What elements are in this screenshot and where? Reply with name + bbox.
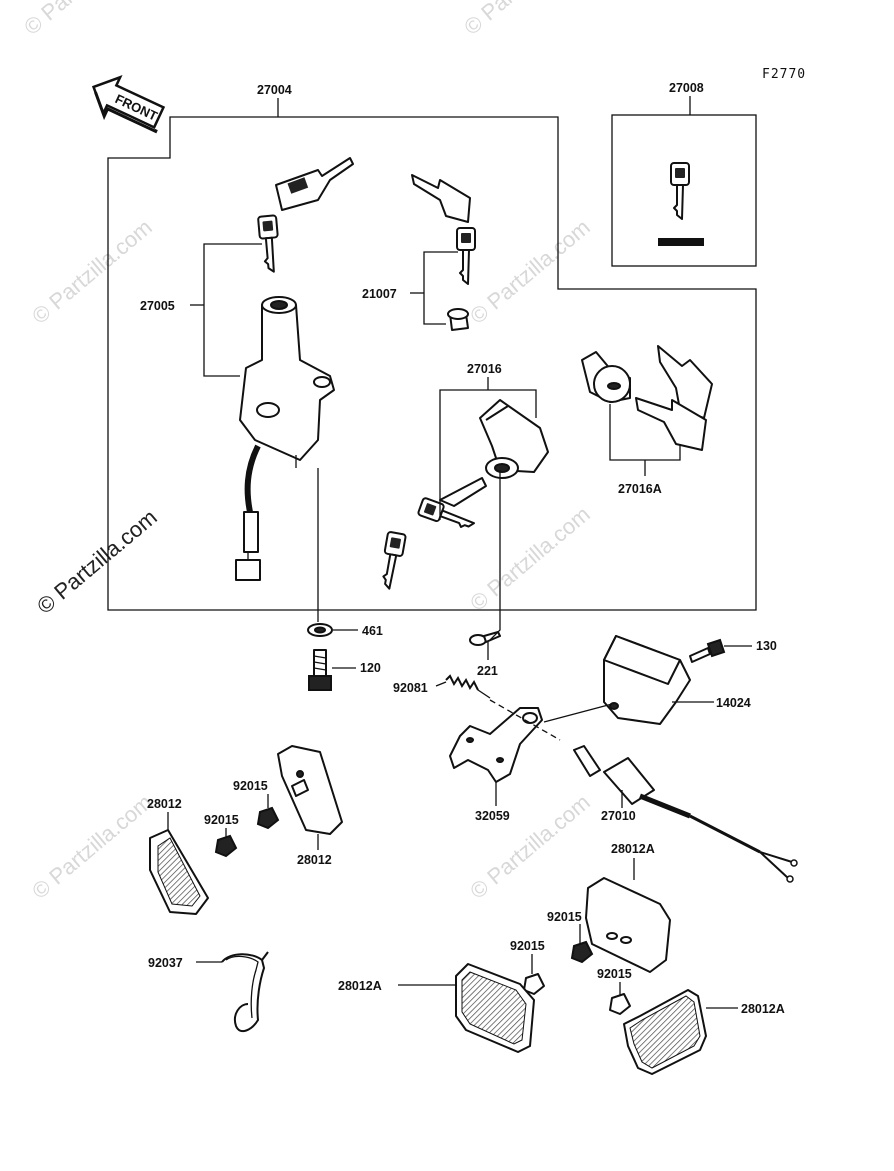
bolt-130-icon [689,638,726,663]
spring-92081-icon [445,674,491,699]
label-28012-left: 28012 [147,797,182,811]
reflector-28012-left-icon [149,829,209,915]
reflector-28012A-right-icon [623,989,707,1075]
bracket-21007 [423,251,458,325]
bracket-32059-icon [449,707,543,783]
label-27008: 27008 [669,81,704,95]
label-120: 120 [360,661,381,675]
switch-27010-icon [573,745,798,883]
seat-lock-icon [479,399,549,479]
watermark-1: © Partzilla.com [19,0,149,40]
reflector-28012A-left-icon [455,963,535,1053]
watermark-7: © Partzilla.com [465,789,595,903]
kit-box-27008 [611,114,757,267]
label-221: 221 [477,664,498,678]
label-461: 461 [362,624,383,638]
nut-92015-c-icon [570,940,594,964]
label-92015-b: 92015 [233,779,268,793]
kit-box-27004 [107,116,757,611]
figure-code: F2770 [762,67,806,82]
label-92015-d: 92015 [510,939,545,953]
label-130: 130 [756,639,777,653]
nut-92015-b-icon [256,806,280,830]
ignition-switch-icon [235,296,335,581]
label-92015-e: 92015 [597,967,632,981]
front-arrow-icon: FRONT [91,75,166,134]
keys-21007-icon [411,174,476,285]
label-28012A-left: 28012A [338,979,382,993]
label-28012-mid: 28012 [297,853,332,867]
label-21007: 21007 [362,287,397,301]
key-tag-icon [658,238,704,246]
bolt-120-icon [308,649,332,691]
watermark-4: © Partzilla.com [465,214,595,328]
label-27004: 27004 [257,83,292,97]
bracket-27005 [203,243,262,377]
watermark-5: © Partzilla.com [465,501,595,615]
blank-key-icon [670,162,690,220]
lock-27016A-icon [581,351,631,403]
cover-14024-icon [603,635,691,725]
washer-461-icon [307,623,333,637]
label-27005: 27005 [140,299,175,313]
clip-92037-icon [221,951,269,1033]
label-92015-a: 92015 [204,813,239,827]
watermark-6: © Partzilla.com [27,789,157,903]
reflector-28012A-top-icon [585,877,671,973]
watermark-2: © Partzilla.com [459,0,589,40]
label-28012A-top: 28012A [611,842,655,856]
nut-92015-e-icon [609,993,631,1015]
watermark-3: © Partzilla.com [27,214,157,328]
keys-27016-icon [377,477,487,591]
label-27016: 27016 [467,362,502,376]
label-28012A-right: 28012A [741,1002,785,1016]
label-27010: 27010 [601,809,636,823]
screw-221-icon [469,631,501,646]
label-27016A: 27016A [618,482,662,496]
lock-cylinder-icon [447,308,469,331]
nut-92015-a-icon [214,834,238,858]
label-32059: 32059 [475,809,510,823]
reflector-28012-mid-icon [277,745,343,835]
label-92081: 92081 [393,681,428,695]
watermark-dark: © Partzilla.com [32,504,162,618]
keys-27005-icon [256,157,354,274]
label-14024: 14024 [716,696,751,710]
label-92015-c: 92015 [547,910,582,924]
label-92037: 92037 [148,956,183,970]
keys-27016A-icon [635,345,713,451]
